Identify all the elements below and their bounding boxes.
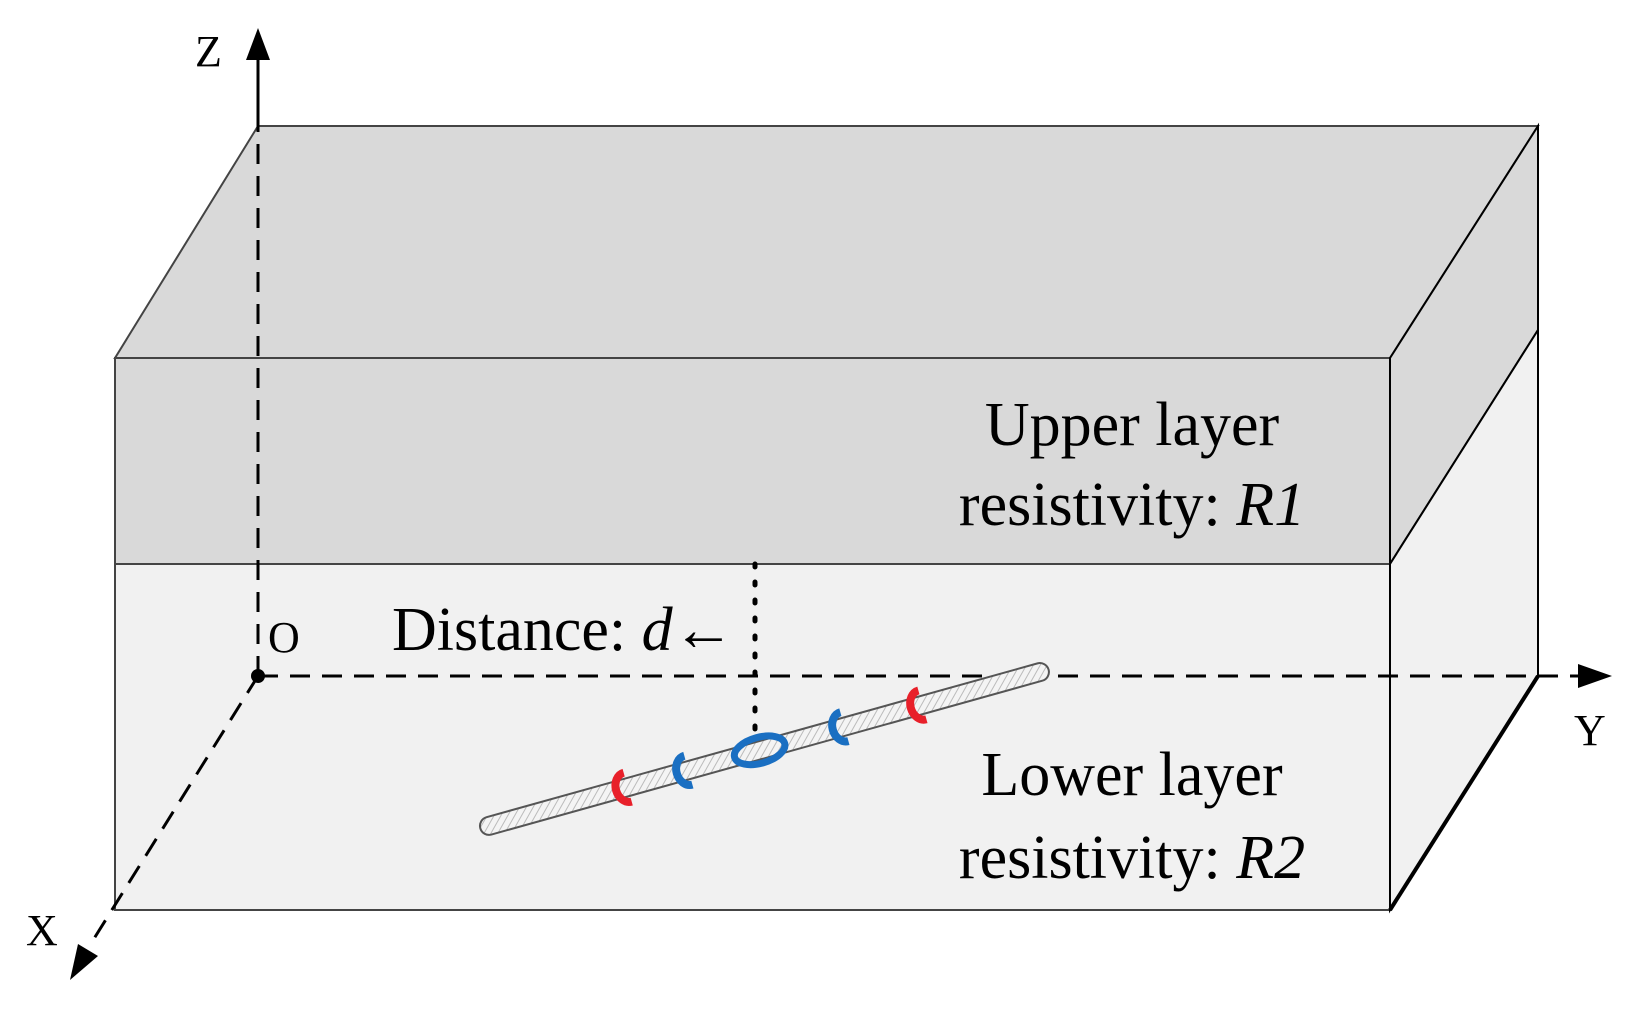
- upper-layer-resistivity-symbol: R1: [1235, 471, 1305, 539]
- upper-layer-top-face: [113, 125, 1540, 359]
- distance-label: Distance: d←: [392, 596, 735, 664]
- distance-label-text: Distance:: [392, 596, 642, 664]
- lower-layer-resistivity-symbol: R2: [1235, 824, 1305, 892]
- upper-layer-label-line1: Upper layer: [985, 391, 1280, 459]
- transmitter-coil-left: [611, 768, 633, 806]
- lower-layer-bottom-edge: [1388, 674, 1540, 912]
- lower-layer-resistivity-text: resistivity:: [959, 824, 1236, 892]
- origin-label: O: [268, 613, 300, 662]
- upper-layer-front-face: [114, 357, 1391, 565]
- z-axis-arrowhead: [246, 28, 270, 60]
- upper-layer-resistivity-text: resistivity:: [959, 471, 1236, 539]
- lower-layer-label-line2: resistivity: R2: [959, 824, 1305, 892]
- upper-layer: [113, 122, 1540, 568]
- x-axis: [88, 675, 260, 946]
- receiver-coil-right: [828, 708, 850, 746]
- center-ring: [730, 732, 789, 769]
- lower-layer-label-line1: Lower layer: [981, 741, 1283, 809]
- transmitter-coil-right: [906, 686, 928, 724]
- receiver-coil-left: [672, 751, 694, 789]
- logging-tool: [478, 662, 1050, 836]
- upper-layer-label-line2: resistivity: R1: [959, 471, 1305, 539]
- origin-point: [251, 669, 265, 683]
- x-axis-arrowhead: [70, 944, 98, 980]
- distance-symbol: d: [642, 596, 674, 664]
- y-axis-label: Y: [1574, 706, 1606, 755]
- y-axis-arrowhead: [1578, 664, 1612, 688]
- z-axis-label: Z: [195, 27, 222, 76]
- x-axis-label: X: [26, 906, 58, 955]
- distance-arrow: ←: [673, 596, 735, 664]
